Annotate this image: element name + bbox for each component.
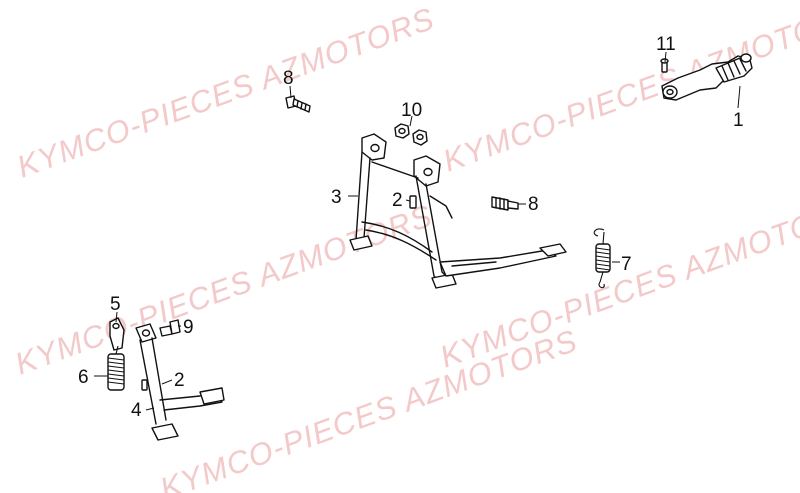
callout-5: 5 — [110, 294, 121, 315]
part-spring-main — [593, 228, 611, 289]
callout-3: 3 — [331, 187, 342, 208]
watermark-middle: KYMCO-PIECES AZMOTOR — [435, 198, 800, 374]
leader-lines — [94, 51, 741, 411]
watermark-left: KYMCO-PIECES AZMOTORS — [10, 198, 437, 382]
callout-1: 1 — [733, 110, 744, 131]
callout-11: 11 — [656, 34, 676, 55]
part-spring-plate — [109, 317, 125, 351]
watermark-layer: KYMCO-PIECES AZMOTORS KYMCO-PIECES AZMOT… — [10, 0, 800, 493]
callout-10: 10 — [401, 100, 422, 121]
part-pin-side — [141, 379, 148, 391]
part-bolt-right — [491, 196, 519, 211]
part-bolt-top — [285, 95, 311, 113]
callout-8-right: 8 — [528, 194, 539, 215]
part-spring-side — [107, 345, 125, 391]
part-nut-right — [412, 129, 428, 146]
part-small-screw — [660, 58, 669, 73]
callout-7: 7 — [621, 254, 632, 275]
part-side-stand — [135, 323, 225, 441]
part-bolt-side — [159, 319, 181, 337]
callout-labels: 1 11 8 10 3 2 8 7 5 9 6 2 4 — [78, 34, 744, 421]
callout-6: 6 — [78, 367, 89, 388]
part-nut-left — [394, 123, 410, 139]
callout-2-side: 2 — [174, 370, 185, 391]
watermark-right-top: KYMCO-PIECES AZMOTORS — [438, 0, 800, 179]
callout-2-main: 2 — [392, 190, 403, 211]
part-main-stand — [349, 133, 567, 289]
part-pin-main — [409, 195, 417, 209]
callout-4: 4 — [131, 400, 142, 421]
part-kick-starter-arm — [661, 53, 753, 101]
callout-9: 9 — [183, 317, 194, 338]
watermark-bottom: KYMCO-PIECES AZMOTORS — [155, 323, 582, 493]
callout-8-top: 8 — [283, 68, 294, 89]
